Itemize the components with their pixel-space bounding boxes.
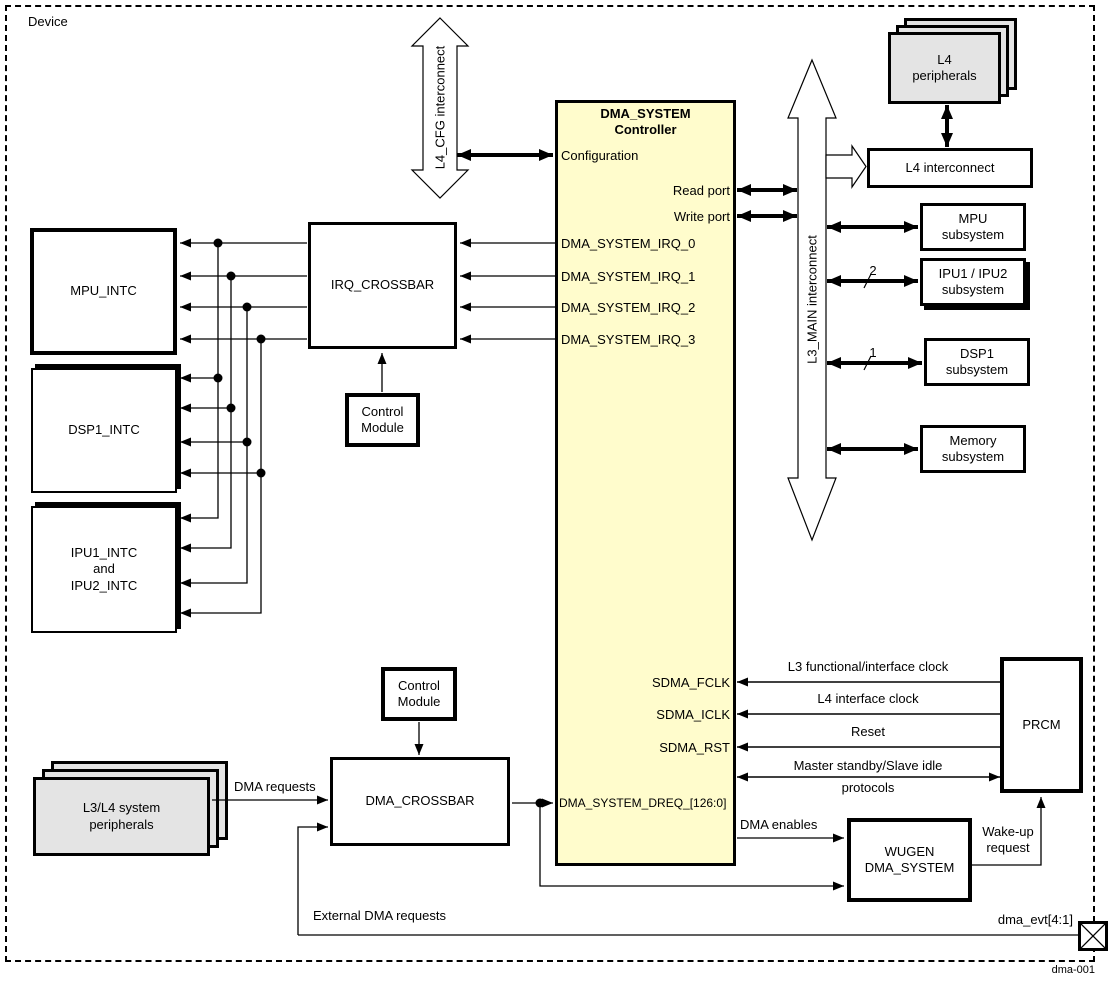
l4-peripherals-box: L4 peripherals [888, 32, 1001, 104]
dsp-port-count-label: 1 [869, 345, 877, 360]
pin-x-icon [1080, 923, 1106, 949]
standby-protocols-label-bottom: protocols [841, 780, 895, 795]
mpu-subsystem-box: MPU subsystem [920, 203, 1026, 251]
l4-cfg-interconnect-label: L4_CFG interconnect [432, 45, 448, 170]
reset-label: Reset [851, 724, 885, 739]
sdma-fclk-label: SDMA_FCLK [651, 675, 730, 690]
dma-enables-label: DMA enables [740, 817, 818, 832]
dsp1-intc-box: DSP1_INTC [31, 368, 177, 493]
dreq-label: DMA_SYSTEM_DREQ_[126:0] [559, 796, 727, 810]
sdma-rst-label: SDMA_RST [659, 740, 730, 755]
irq1-label: DMA_SYSTEM_IRQ_1 [561, 269, 696, 284]
memory-subsystem-box: Memory subsystem [920, 425, 1026, 473]
irq0-label: DMA_SYSTEM_IRQ_0 [561, 236, 696, 251]
configuration-port-label: Configuration [561, 148, 639, 163]
standby-protocols-label-top: Master standby/Slave idle [793, 758, 943, 773]
prcm-box: PRCM [1000, 657, 1083, 793]
device-boundary [5, 5, 1095, 962]
write-port-label: Write port [673, 209, 730, 224]
dma-evt-pin [1078, 921, 1108, 951]
sdma-iclk-label: SDMA_ICLK [656, 707, 730, 722]
figure-id-label: dma-001 [1051, 964, 1095, 976]
dma-evt-label: dma_evt[4:1] [997, 912, 1073, 927]
read-port-label: Read port [672, 183, 730, 198]
ipu-intc-box: IPU1_INTC and IPU2_INTC [31, 506, 177, 633]
control-module-irq-box: Control Module [345, 393, 420, 447]
irq2-label: DMA_SYSTEM_IRQ_2 [561, 300, 696, 315]
wugen-dma-system-box: WUGEN DMA_SYSTEM [847, 818, 972, 902]
wakeup-request-label: Wake-up request [982, 824, 1034, 856]
control-module-dma-box: Control Module [381, 667, 457, 721]
dsp1-subsystem-box: DSP1 subsystem [924, 338, 1030, 386]
ipu-subsystem-box: IPU1 / IPU2 subsystem [920, 258, 1026, 306]
l4-clock-label: L4 interface clock [817, 691, 919, 706]
irq-crossbar-box: IRQ_CROSSBAR [308, 222, 457, 349]
ipu-port-count-label: 2 [869, 263, 877, 278]
l3-clock-label: L3 functional/interface clock [787, 659, 949, 674]
mpu-intc-box: MPU_INTC [30, 228, 177, 355]
l4-interconnect-box: L4 interconnect [867, 148, 1033, 188]
l3l4-peripherals-box: L3/L4 system peripherals [33, 777, 210, 856]
dma-system-controller-title: DMA_SYSTEM Controller [600, 106, 691, 138]
irq3-label: DMA_SYSTEM_IRQ_3 [561, 332, 696, 347]
dma-crossbar-box: DMA_CROSSBAR [330, 757, 510, 846]
dma-requests-label: DMA requests [234, 779, 316, 794]
device-label: Device [28, 14, 68, 29]
l3-main-interconnect-label: L3_MAIN interconnect [804, 235, 820, 364]
external-dma-requests-label: External DMA requests [313, 908, 446, 923]
